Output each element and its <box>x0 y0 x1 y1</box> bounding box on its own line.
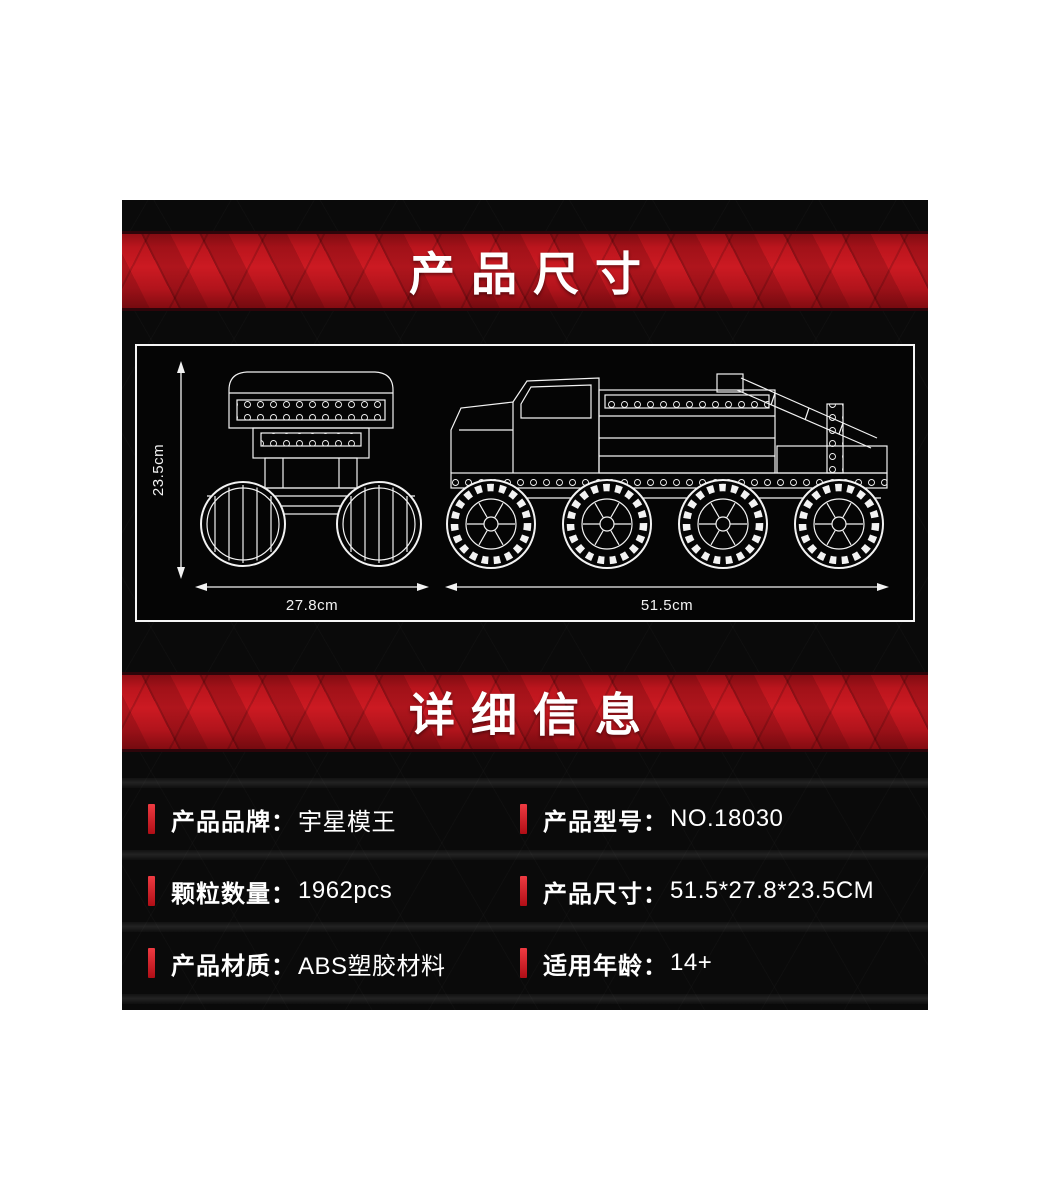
truck-front-view <box>200 371 422 567</box>
detail-value-pieces: 1962pcs <box>298 877 393 904</box>
side-length-dimension-label: 51.5cm <box>641 597 693 614</box>
detail-row-1: 产品品牌： 宇星模王 产品型号： NO.18030 <box>122 788 928 850</box>
detail-label-size: 产品尺寸： <box>543 880 668 908</box>
side-length-dimension-arrow: 51.5cm <box>445 583 889 614</box>
detail-value-model: NO.18030 <box>670 805 784 832</box>
detail-cell-brand: 产品品牌： 宇星模王 <box>148 802 520 837</box>
row-divider <box>122 994 928 1004</box>
detail-label-pieces: 颗粒数量： <box>171 880 296 908</box>
red-accent-bar <box>520 804 527 834</box>
section-title-details: 详细信息 <box>409 689 657 741</box>
detail-cell-age: 适用年龄： 14+ <box>520 946 928 981</box>
dimension-diagram: 23.5cm 27.8cm 51.5cm <box>135 344 915 622</box>
blueprint-svg: 23.5cm 27.8cm 51.5cm <box>150 361 889 614</box>
row-divider <box>122 922 928 932</box>
detail-value-size: 51.5*27.8*23.5CM <box>670 877 875 904</box>
section-title-dimensions: 产品尺寸 <box>409 248 657 300</box>
detail-cell-size: 产品尺寸： 51.5*27.8*23.5CM <box>520 874 928 909</box>
detail-value-brand: 宇星模王 <box>298 808 396 836</box>
section-banner-dimensions: 产品尺寸 <box>122 231 928 311</box>
detail-label-model: 产品型号： <box>543 808 668 836</box>
detail-row-3: 产品材质： ABS塑胶材料 适用年龄： 14+ <box>122 932 928 994</box>
black-panel: 产品尺寸 <box>122 200 928 1010</box>
red-accent-bar <box>520 876 527 906</box>
detail-label-age: 适用年龄： <box>543 952 668 980</box>
row-divider <box>122 850 928 860</box>
detail-cell-pieces: 颗粒数量： 1962pcs <box>148 874 520 909</box>
height-dimension-label: 23.5cm <box>150 444 167 496</box>
detail-label-material: 产品材质： <box>171 952 296 980</box>
detail-cell-model: 产品型号： NO.18030 <box>520 802 928 837</box>
truck-side-view <box>447 373 888 568</box>
detail-value-material: ABS塑胶材料 <box>298 952 446 980</box>
detail-cell-material: 产品材质： ABS塑胶材料 <box>148 946 520 981</box>
red-accent-bar <box>520 948 527 978</box>
height-dimension-arrow: 23.5cm <box>150 361 185 579</box>
row-divider <box>122 778 928 788</box>
red-accent-bar <box>148 804 155 834</box>
details-table: 产品品牌： 宇星模王 产品型号： NO.18030 颗粒数量： 1962pcs <box>122 778 928 1004</box>
section-banner-details: 详细信息 <box>122 672 928 752</box>
detail-value-age: 14+ <box>670 949 713 976</box>
red-accent-bar <box>148 876 155 906</box>
red-accent-bar <box>148 948 155 978</box>
detail-row-2: 颗粒数量： 1962pcs 产品尺寸： 51.5*27.8*23.5CM <box>122 860 928 922</box>
front-width-dimension-label: 27.8cm <box>286 597 338 614</box>
front-width-dimension-arrow: 27.8cm <box>195 583 429 614</box>
detail-label-brand: 产品品牌： <box>171 808 296 836</box>
